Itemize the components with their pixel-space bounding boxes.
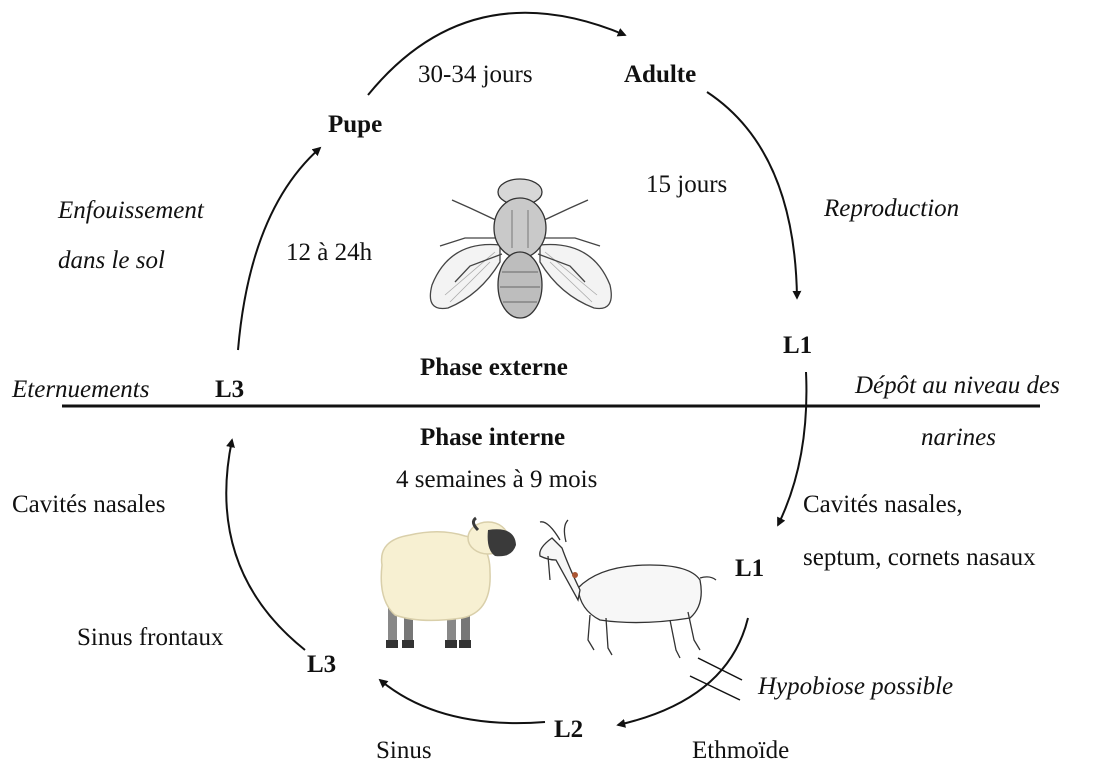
location-nasal-cavities-left: Cavités nasales xyxy=(12,492,165,517)
process-sneezing: Eternuements xyxy=(12,377,149,402)
location-nasal-cavities-right-line2: septum, cornets nasaux xyxy=(803,545,1036,570)
stage-l1-external: L1 xyxy=(783,333,812,358)
stage-adulte: Adulte xyxy=(624,62,696,87)
duration-internal-phase: 4 semaines à 9 mois xyxy=(396,467,597,492)
process-burrowing-line2: dans le sol xyxy=(58,248,165,273)
stage-pupe: Pupe xyxy=(328,112,382,137)
location-sinus: Sinus xyxy=(376,738,432,763)
duration-pupe-to-adulte: 30-34 jours xyxy=(418,62,533,87)
location-frontal-sinuses: Sinus frontaux xyxy=(77,625,224,650)
stage-l1-internal: L1 xyxy=(735,556,764,581)
fly-icon xyxy=(430,179,611,318)
phase-external-label: Phase externe xyxy=(420,355,568,380)
phase-internal-label: Phase interne xyxy=(420,425,565,450)
hypobiose-tick-marks xyxy=(690,658,742,700)
goat-icon xyxy=(540,520,716,658)
location-ethmoid: Ethmoïde xyxy=(692,738,789,763)
duration-l3-to-pupe: 12 à 24h xyxy=(286,240,372,265)
arrow-l3-int-to-l3-ext xyxy=(226,440,305,650)
process-hypobiosis: Hypobiose possible xyxy=(758,674,953,699)
arrow-l1-int-to-l2 xyxy=(618,618,748,725)
stage-l2-internal: L2 xyxy=(554,717,583,742)
stage-l3-internal: L3 xyxy=(307,652,336,677)
location-nasal-cavities-right-line1: Cavités nasales, xyxy=(803,492,963,517)
arrow-l2-to-l3 xyxy=(380,680,545,723)
process-deposit-line2: narines xyxy=(921,425,996,450)
process-deposit-line1: Dépôt au niveau des xyxy=(855,373,1060,398)
stage-l3-external: L3 xyxy=(215,377,244,402)
process-reproduction: Reproduction xyxy=(824,196,959,221)
duration-adulte-to-l1: 15 jours xyxy=(646,172,727,197)
sheep-icon xyxy=(381,518,516,648)
process-burrowing-line1: Enfouissement xyxy=(58,198,204,223)
